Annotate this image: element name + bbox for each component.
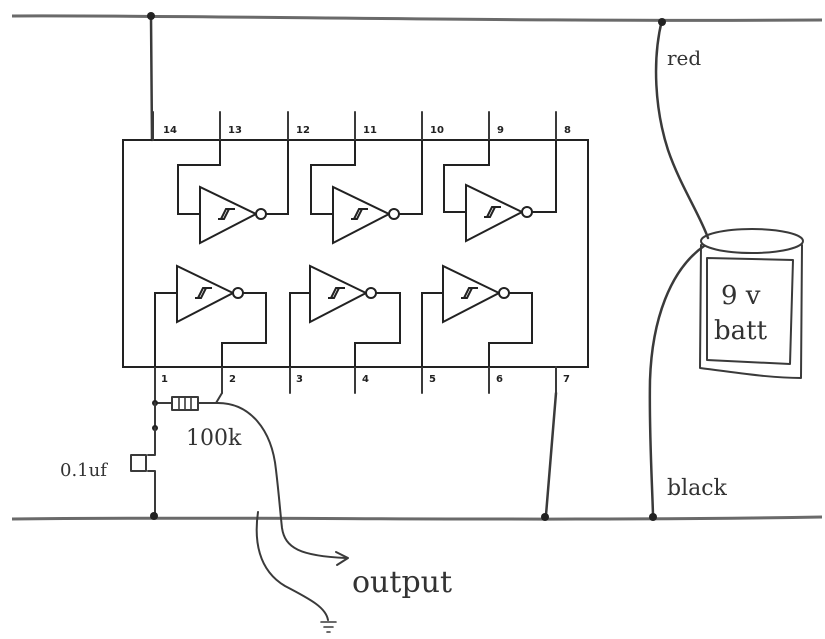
output-label: output [352, 565, 452, 600]
pin-4-label: 4 [362, 374, 369, 385]
battery-red-lead [654, 18, 710, 240]
red-junction [658, 18, 666, 26]
battery-9v [699, 228, 804, 379]
battery-black-lead [648, 244, 706, 517]
inverter-gate-11-10 [310, 140, 423, 245]
vcc-junction [147, 12, 155, 20]
pin-3-label: 3 [296, 374, 303, 385]
black-label: black [667, 476, 728, 501]
pin-7-label: 7 [563, 374, 570, 385]
output-wire [215, 401, 347, 559]
ic-body [122, 139, 589, 368]
pin7-ground-wire [544, 391, 558, 517]
resistor-label: 100k [186, 426, 242, 451]
pin-8-label: 8 [564, 125, 571, 136]
pin2-feedback-wire [197, 392, 223, 404]
inverter-gate-5-6 [421, 264, 533, 367]
pin-12-label: 12 [296, 125, 310, 136]
pin14-vcc-wire [149, 14, 154, 142]
pin-10-label: 10 [430, 125, 444, 136]
pin-11-label: 11 [363, 125, 377, 136]
capacitor-0-1uf [130, 427, 156, 516]
pin-2-label: 2 [229, 374, 236, 385]
red-label: red [667, 46, 701, 70]
cap-ground-junction [150, 512, 158, 520]
top-power-rail [11, 14, 823, 22]
resistor-100k [171, 396, 199, 411]
inverter-gate-13-12 [177, 140, 289, 245]
pin-5-label: 5 [429, 374, 436, 385]
inverter-gate-1-2 [154, 264, 267, 367]
pin7-ground-junction [541, 513, 549, 521]
bottom-ground-rail [11, 515, 823, 521]
pin-1-label: 1 [161, 374, 168, 385]
ground-symbol-icon [320, 621, 337, 633]
inverter-gate-3-4 [289, 264, 401, 367]
black-junction [649, 513, 657, 521]
output-arrow-icon [335, 551, 349, 566]
pin-6-label: 6 [496, 374, 503, 385]
probe-ground-wire [255, 511, 329, 621]
battery-type-label: batt [714, 316, 768, 346]
pin-9-label: 9 [497, 125, 504, 136]
inverter-gate-9-8 [443, 140, 557, 243]
pin-14-label: 14 [163, 125, 177, 136]
capacitor-label: 0.1uf [60, 460, 108, 481]
pin-13-label: 13 [228, 125, 242, 136]
battery-voltage-label: 9 v [721, 281, 761, 311]
